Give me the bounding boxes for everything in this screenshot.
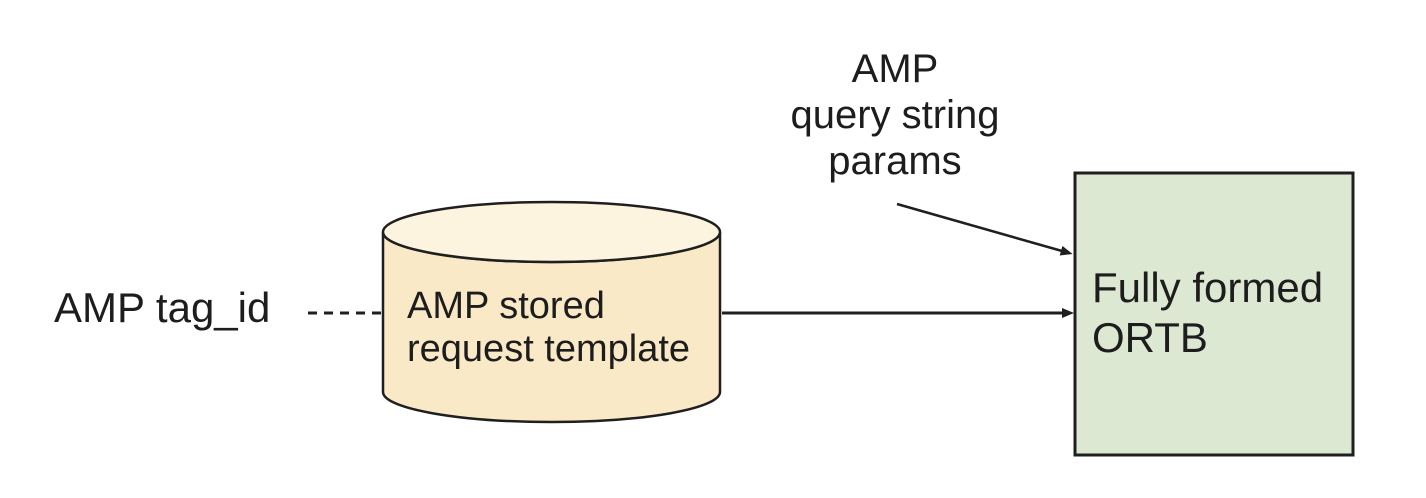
arrow-query-params-to-ortb <box>896 202 1073 256</box>
stored-request-label: AMP stored request template <box>407 285 690 371</box>
ortb-line-1: Fully formed <box>1092 264 1324 311</box>
stored-request-line-2: request template <box>407 328 691 370</box>
amp-tag-id-text: AMP tag_id <box>54 284 271 331</box>
query-params-label: AMP query string params <box>745 46 1045 184</box>
ortb-label: Fully formed ORTB <box>1092 263 1323 363</box>
query-params-line-3: params <box>828 139 962 183</box>
ortb-line-2: ORTB <box>1092 314 1208 361</box>
amp-tag-id-label: AMP tag_id <box>54 287 270 329</box>
query-params-line-1: AMP <box>851 47 939 91</box>
ortb-box <box>1073 171 1355 457</box>
stored-request-cylinder-top <box>381 200 722 264</box>
stored-request-line-1: AMP stored <box>407 285 605 327</box>
query-params-line-2: query string <box>790 93 1000 137</box>
